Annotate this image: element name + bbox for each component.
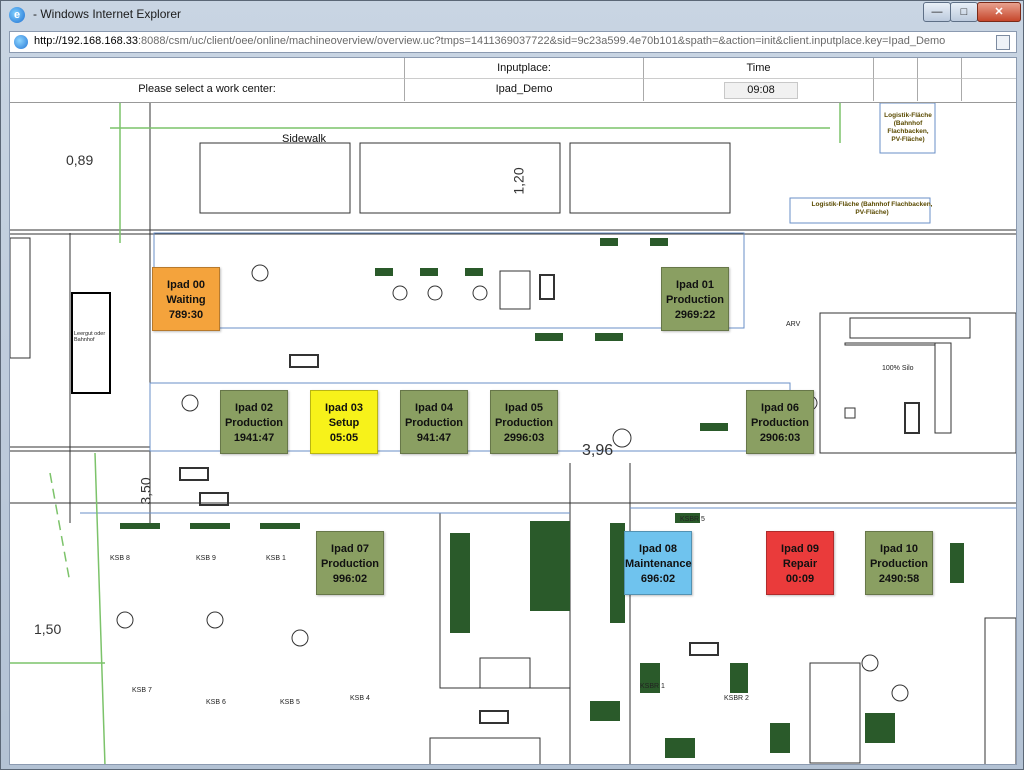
work-center-ipad-07[interactable]: Ipad 07 Production 996:02: [316, 531, 384, 595]
time-header: Time: [644, 58, 874, 79]
work-center-status: Production: [750, 417, 810, 429]
work-center-ipad-03[interactable]: Ipad 03 Setup 05:05: [310, 390, 378, 454]
ksb4-label: KSB 4: [350, 695, 370, 702]
work-center-status: Waiting: [166, 294, 206, 306]
sidewalk-label: Sidewalk: [282, 133, 327, 145]
page-icon: [14, 35, 28, 49]
ksb1-label: KSB 1: [266, 555, 286, 562]
work-center-time: 2969:22: [674, 309, 716, 321]
work-center-name: Ipad 07: [331, 543, 369, 555]
silo-label: 100% Silo: [882, 365, 914, 372]
work-center-time: 696:02: [640, 573, 676, 585]
logistik-area-2: Logistik-Fläche (Bahnhof Flachbacken, PV…: [811, 201, 933, 216]
work-center-ipad-05[interactable]: Ipad 05 Production 2996:03: [490, 390, 558, 454]
dimension-089: 0,89: [66, 152, 94, 168]
work-center-name: Ipad 08: [639, 543, 677, 555]
work-center-ipad-04[interactable]: Ipad 04 Production 941:47: [400, 390, 468, 454]
ksbr5-label: KSBR 5: [680, 516, 705, 523]
work-center-name: Ipad 02: [235, 402, 273, 414]
work-center-name: Ipad 06: [761, 402, 799, 414]
work-center-ipad-02[interactable]: Ipad 02 Production 1941:47: [220, 390, 288, 454]
inputplace-value-cell: Ipad_Demo: [405, 79, 644, 101]
inputplace-header: Inputplace:: [405, 58, 644, 79]
work-center-time: 2906:03: [759, 432, 801, 444]
ksb6-label: KSB 6: [206, 699, 226, 706]
internet-explorer-icon: e: [9, 7, 25, 23]
address-host: http://192.168.168.33: [34, 35, 138, 47]
time-value: 09:08: [724, 82, 798, 99]
work-center-name: Ipad 05: [505, 402, 543, 414]
header-table: Inputplace: Time Please select a work ce…: [10, 58, 1016, 103]
work-center-ipad-09[interactable]: Ipad 09 Repair 00:09: [766, 531, 834, 595]
address-path: :8088/csm/uc/client/oee/online/machineov…: [137, 35, 946, 47]
compatibility-view-icon[interactable]: [996, 35, 1010, 50]
work-center-time: 1941:47: [233, 432, 275, 444]
work-center-time: 2490:58: [878, 573, 920, 585]
floor-plan: Sidewalk 0,89 1,20 3,96 3,50 1,50 Logist…: [10, 103, 1016, 764]
work-center-name: Ipad 04: [415, 402, 453, 414]
dimension-150: 1,50: [34, 621, 62, 637]
arv-label: ARV: [786, 321, 801, 328]
work-center-status: Production: [224, 417, 284, 429]
work-center-status: Production: [869, 558, 929, 570]
work-center-ipad-08[interactable]: Ipad 08 Maintenance 696:02: [624, 531, 692, 595]
ksb5-label: KSB 5: [280, 699, 300, 706]
address-url[interactable]: http://192.168.168.33:8088/csm/uc/client…: [34, 35, 945, 47]
dimension-120: 1,20: [510, 167, 527, 195]
inputplace-value: Ipad_Demo: [495, 83, 553, 95]
ksbr2-label: KSBR 2: [724, 695, 749, 702]
work-center-status: Production: [404, 417, 464, 429]
work-center-ipad-10[interactable]: Ipad 10 Production 2490:58: [865, 531, 933, 595]
work-center-status: Maintenance: [625, 558, 692, 570]
ksb8-label: KSB 8: [110, 555, 130, 562]
work-center-name: Ipad 01: [676, 279, 714, 291]
dimension-396: 3,96: [582, 442, 614, 459]
logistik-area-1: Logistik-Fläche (Bahnhof Flachbacken, PV…: [884, 112, 932, 143]
work-center-status: Repair: [782, 558, 818, 570]
work-center-time: 05:05: [329, 432, 359, 444]
ksb9-label: KSB 9: [196, 555, 216, 562]
work-center-time: 00:09: [785, 573, 815, 585]
work-center-status: Production: [494, 417, 554, 429]
ksb7-label: KSB 7: [132, 687, 152, 694]
page-content: Inputplace: Time Please select a work ce…: [9, 57, 1017, 765]
ksbr1-label: KSBR 1: [640, 683, 665, 690]
work-center-name: Ipad 03: [325, 402, 363, 414]
dimension-350: 3,50: [137, 477, 154, 505]
work-center-ipad-00[interactable]: Ipad 00 Waiting 789:30: [152, 267, 220, 331]
select-work-center-prompt: Please select a work center:: [138, 83, 276, 95]
work-center-status: Production: [665, 294, 725, 306]
work-center-status: Production: [320, 558, 380, 570]
time-value-cell: 09:08: [644, 79, 874, 101]
inputplace-label: Inputplace:: [497, 62, 551, 74]
address-bar[interactable]: http://192.168.168.33:8088/csm/uc/client…: [9, 31, 1017, 53]
work-center-ipad-06[interactable]: Ipad 06 Production 2906:03: [746, 390, 814, 454]
work-center-time: 2996:03: [503, 432, 545, 444]
work-center-name: Ipad 00: [167, 279, 205, 291]
minimize-button[interactable]: —: [923, 2, 951, 22]
work-center-ipad-01[interactable]: Ipad 01 Production 2969:22: [661, 267, 729, 331]
work-center-time: 941:47: [416, 432, 452, 444]
select-prompt-cell: Please select a work center:: [10, 79, 405, 101]
work-center-time: 789:30: [168, 309, 204, 321]
leergut-label: Leergut oder Bahnhof: [74, 331, 106, 343]
time-label: Time: [746, 62, 771, 74]
maximize-button[interactable]: □: [950, 2, 978, 22]
window-title: - Windows Internet Explorer: [33, 7, 182, 21]
work-center-time: 996:02: [332, 573, 368, 585]
work-center-name: Ipad 09: [781, 543, 819, 555]
work-center-status: Setup: [328, 417, 360, 429]
work-center-name: Ipad 10: [880, 543, 918, 555]
close-button[interactable]: ✕: [977, 2, 1021, 22]
title-bar: e - Windows Internet Explorer — □ ✕: [1, 1, 1023, 29]
